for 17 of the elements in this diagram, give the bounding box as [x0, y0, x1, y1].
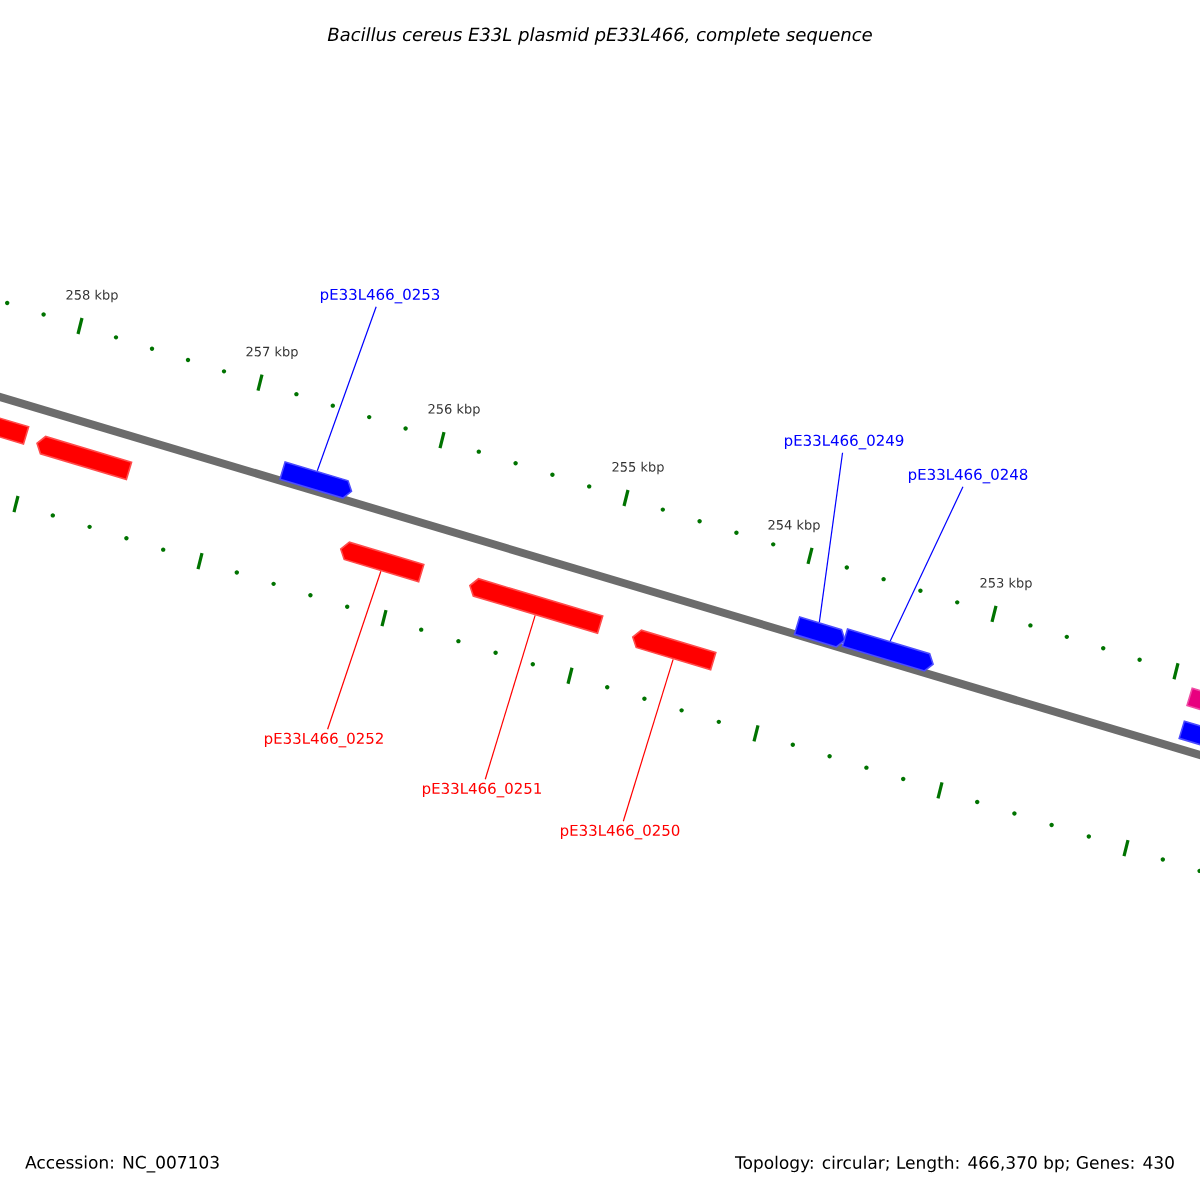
- leader-line: [889, 486, 964, 642]
- gene-segment: [339, 541, 425, 583]
- gene-segment: [793, 616, 846, 648]
- gene-segment: [36, 435, 133, 481]
- gene-segment: [278, 460, 353, 499]
- gene-segment: [0, 415, 30, 446]
- title: Bacillus cereus E33L plasmid pE33L466, complete sequence: [327, 27, 872, 45]
- leader-line: [484, 614, 536, 780]
- leader-line: [818, 452, 844, 623]
- leader-line: [316, 306, 377, 472]
- footer-text: Accession: NC_007103: [25, 1155, 219, 1173]
- gene-segment: [1186, 687, 1200, 713]
- leader-line: [327, 570, 382, 730]
- gene-segment: [1178, 720, 1200, 748]
- leader-line: [622, 658, 674, 822]
- footer-text: Topology: circular; Length: 466,370 bp; Genes: 430: [734, 1155, 1174, 1173]
- gene-segment: [631, 629, 717, 671]
